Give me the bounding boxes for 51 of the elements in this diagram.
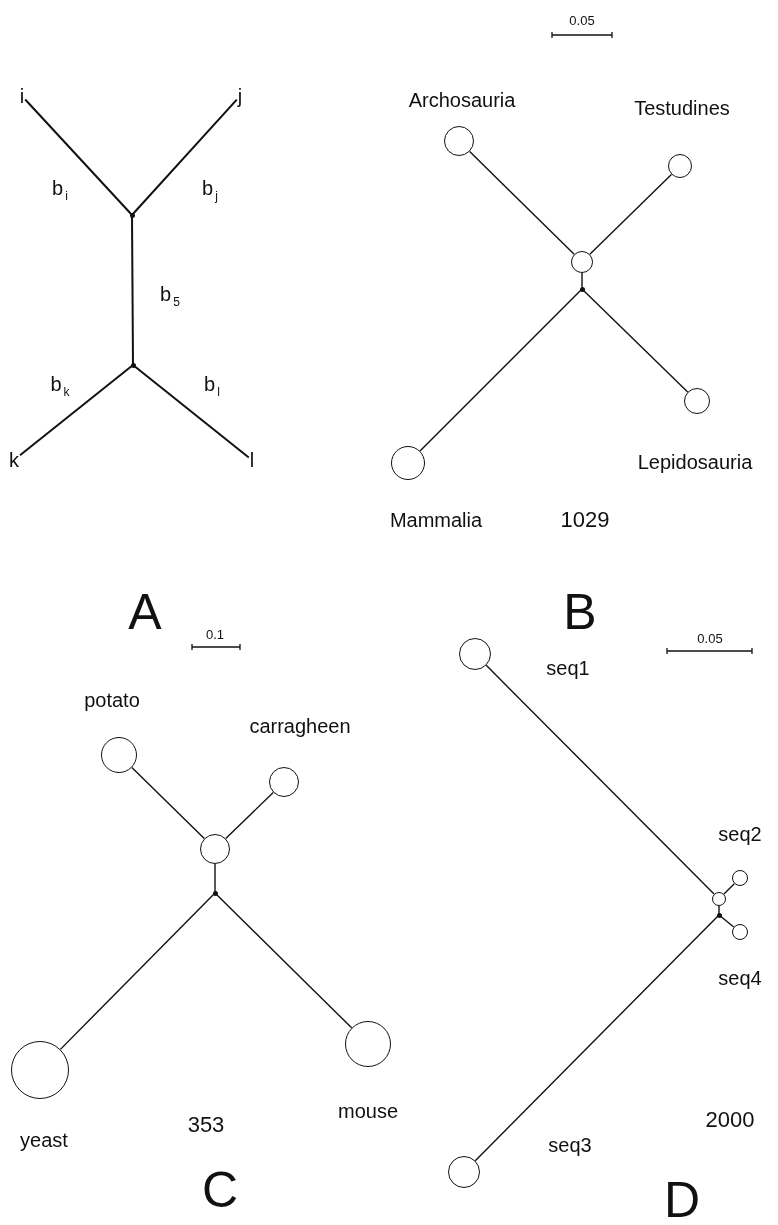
taxon-label: potato: [84, 690, 140, 710]
branch-point: [129, 212, 135, 218]
branch-length-label: b$_{l}$: [202, 374, 222, 398]
tree-branch: [589, 173, 673, 255]
tree-branch: [59, 892, 216, 1051]
tree-branch: [485, 664, 715, 895]
branch-point: [212, 890, 218, 896]
tree-branch: [19, 364, 134, 457]
scale-label: 0.05: [697, 631, 723, 645]
taxon-label: seq1: [546, 658, 590, 678]
tree-branch: [131, 98, 238, 216]
branch-length-label: b$_{5}$: [158, 284, 182, 308]
sample-count: 2000: [705, 1109, 755, 1131]
taxon-label: yeast: [20, 1130, 68, 1150]
tree-branch: [214, 863, 216, 894]
taxon-label: Lepidosauria: [637, 452, 753, 472]
taxon-label: seq2: [718, 824, 762, 844]
taxon-label: Testudines: [634, 98, 730, 118]
panel-letter: B: [563, 587, 597, 637]
tree-branch: [474, 914, 720, 1162]
leaf-label: l: [249, 450, 255, 470]
tree-branch: [24, 98, 133, 216]
branch-point: [130, 362, 136, 368]
leaf-label: j: [237, 86, 243, 106]
leaf-label: i: [19, 86, 25, 106]
panel-letter: A: [128, 587, 162, 637]
branch-length-label: b$_{k}$: [48, 374, 72, 398]
panel-letter: C: [201, 1165, 239, 1215]
tree-branch: [131, 766, 205, 840]
taxon-label: carragheen: [249, 716, 351, 736]
tree-branch: [718, 905, 720, 916]
sample-count: 353: [187, 1114, 225, 1136]
taxon-label: seq3: [548, 1135, 592, 1155]
branch-point: [716, 912, 722, 918]
tree-branch: [581, 272, 583, 290]
tree-branch: [419, 288, 583, 452]
scale-label: 0.1: [205, 627, 225, 641]
sample-count: 1029: [560, 509, 610, 531]
branch-point: [579, 286, 585, 292]
taxon-label: mouse: [338, 1101, 398, 1121]
scale-label: 0.05: [569, 13, 595, 27]
branch-length-label: b$_{j}$: [200, 178, 220, 202]
tree-branch: [723, 882, 736, 895]
panel-letter: D: [663, 1175, 701, 1225]
taxon-label: Archosauria: [408, 90, 516, 110]
taxon-label: Mammalia: [389, 510, 483, 530]
branch-length-label: b$_{i}$: [50, 178, 70, 202]
taxon-label: seq4: [718, 968, 762, 988]
tree-branch: [469, 150, 575, 255]
tree-branch: [225, 791, 274, 840]
leaf-label: k: [9, 450, 19, 470]
